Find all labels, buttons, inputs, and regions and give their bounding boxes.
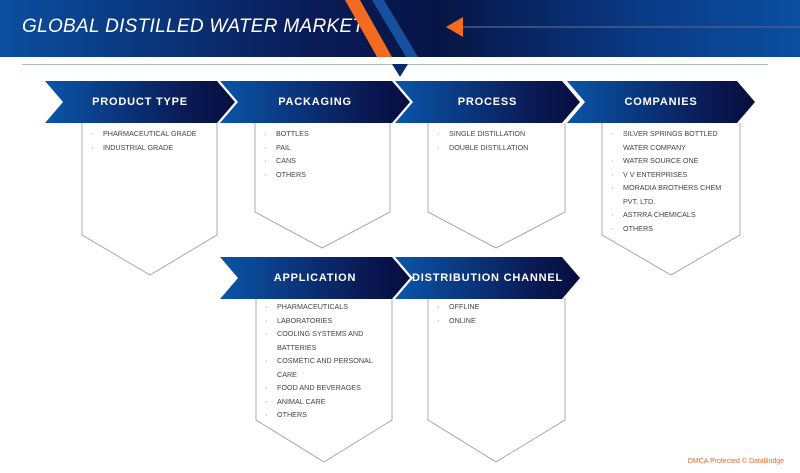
application-list: PHARMACEUTICALS LABORATORIES COOLING SYS… [265,300,383,422]
chevron-application: APPLICATION [220,257,410,299]
list-item: PHARMACEUTICALS [265,300,383,314]
list-item: SINGLE DISTILLATION [437,127,562,141]
list-item: CANS [264,154,384,168]
distribution-channel-list: OFFLINE ONLINE [437,300,557,327]
list-item: V V ENTERPRISES [611,168,729,182]
list-item: COSMETIC AND PERSONAL CARE [265,354,383,381]
list-item: LABORATORIES [265,314,383,328]
chevron-process: PROCESS [395,81,580,123]
banner-decoration [345,0,800,57]
page-title: GLOBAL DISTILLED WATER MARKET [22,16,365,37]
list-item: OTHERS [265,408,383,422]
list-item: ONLINE [437,314,557,328]
chevron-distribution-channel: DISTRIBUTION CHANNEL [395,257,580,299]
list-item: DOUBLE DISTILLATION [437,141,562,155]
list-item: OFFLINE [437,300,557,314]
list-item: PHARMACEUTICAL GRADE [91,127,211,141]
list-item: FOOD AND BEVERAGES [265,381,383,395]
list-item: ANIMAL CARE [265,395,383,409]
list-item: OTHERS [611,222,729,236]
packaging-list: BOTTLES PAIL CANS OTHERS [264,127,384,181]
chevron-packaging: PACKAGING [220,81,410,123]
arrow-left-icon [446,17,463,37]
header-banner: GLOBAL DISTILLED WATER MARKET [0,0,800,57]
list-item: BOTTLES [264,127,384,141]
list-item: COOLING SYSTEMS AND BATTERIES [265,327,383,354]
list-item: MORADIA BROTHERS CHEM PVT. LTD. [611,181,729,208]
list-item: ASTRRA CHEMICALS [611,208,729,222]
pointer-down-icon [392,64,408,77]
list-item: OTHERS [264,168,384,182]
chevron-product-type: PRODUCT TYPE [45,81,235,123]
footer-credit: DMCA Protected © DataBridge [687,458,784,465]
chevron-companies: COMPANIES [567,81,755,123]
list-item: PAIL [264,141,384,155]
companies-list: SILVER SPRINGS BOTTLED WATER COMPANY WAT… [611,127,729,235]
process-list: SINGLE DISTILLATION DOUBLE DISTILLATION [437,127,562,154]
list-item: INDUSTRIAL GRADE [91,141,211,155]
list-item: WATER SOURCE ONE [611,154,729,168]
list-item: SILVER SPRINGS BOTTLED WATER COMPANY [611,127,729,154]
product-type-list: PHARMACEUTICAL GRADE INDUSTRIAL GRADE [91,127,211,154]
